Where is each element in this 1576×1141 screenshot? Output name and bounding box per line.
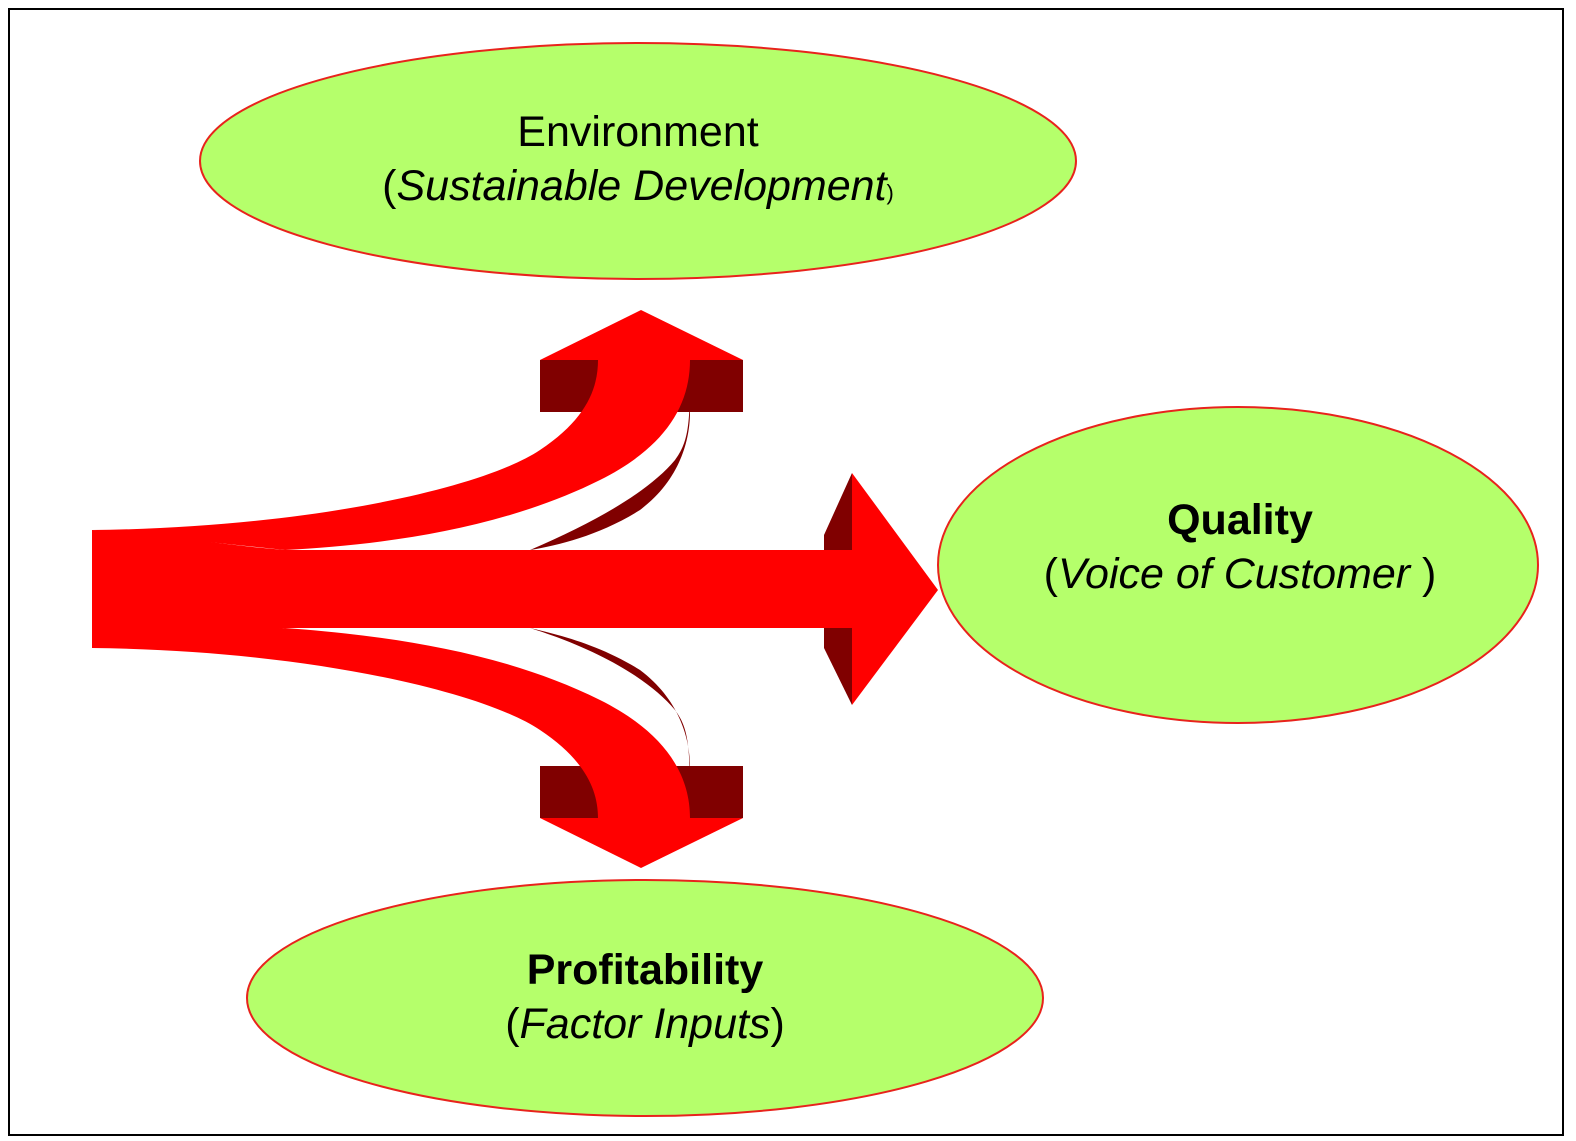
quality-subtitle-line: (Voice of Customer ): [990, 548, 1490, 602]
profitability-close-paren: ): [770, 999, 785, 1048]
profitability-open-paren: (: [505, 999, 520, 1048]
environment-ellipse: [199, 42, 1077, 280]
environment-subtitle: Sustainable Development: [396, 161, 887, 210]
profitability-subtitle-line: (Factor Inputs): [395, 998, 895, 1052]
environment-close-paren: ): [886, 179, 894, 205]
quality-open-paren: (: [1043, 549, 1058, 598]
environment-label: Environment (Sustainable Development): [338, 106, 938, 214]
quality-label: Quality (Voice of Customer ): [990, 494, 1490, 602]
profitability-label: Profitability (Factor Inputs): [395, 944, 895, 1052]
quality-subtitle: Voice of Customer: [1057, 549, 1411, 598]
right-arrow-head: [852, 473, 938, 705]
quality-title: Quality: [1167, 496, 1313, 544]
up-arrow-head: [540, 310, 743, 360]
right-arrow-body: [92, 530, 852, 648]
environment-subtitle-line: (Sustainable Development): [338, 160, 938, 214]
profitability-subtitle: Factor Inputs: [519, 999, 771, 1048]
down-arrow-head: [540, 818, 743, 868]
profitability-title: Profitability: [526, 946, 764, 994]
profitability-ellipse: [246, 879, 1044, 1117]
quality-close-paren: ): [1410, 549, 1437, 598]
up-arrow-body: [92, 360, 690, 550]
environment-open-paren: (: [382, 161, 397, 210]
quality-ellipse: [937, 406, 1539, 724]
down-arrow-body: [92, 628, 690, 818]
environment-title: Environment: [517, 108, 759, 156]
